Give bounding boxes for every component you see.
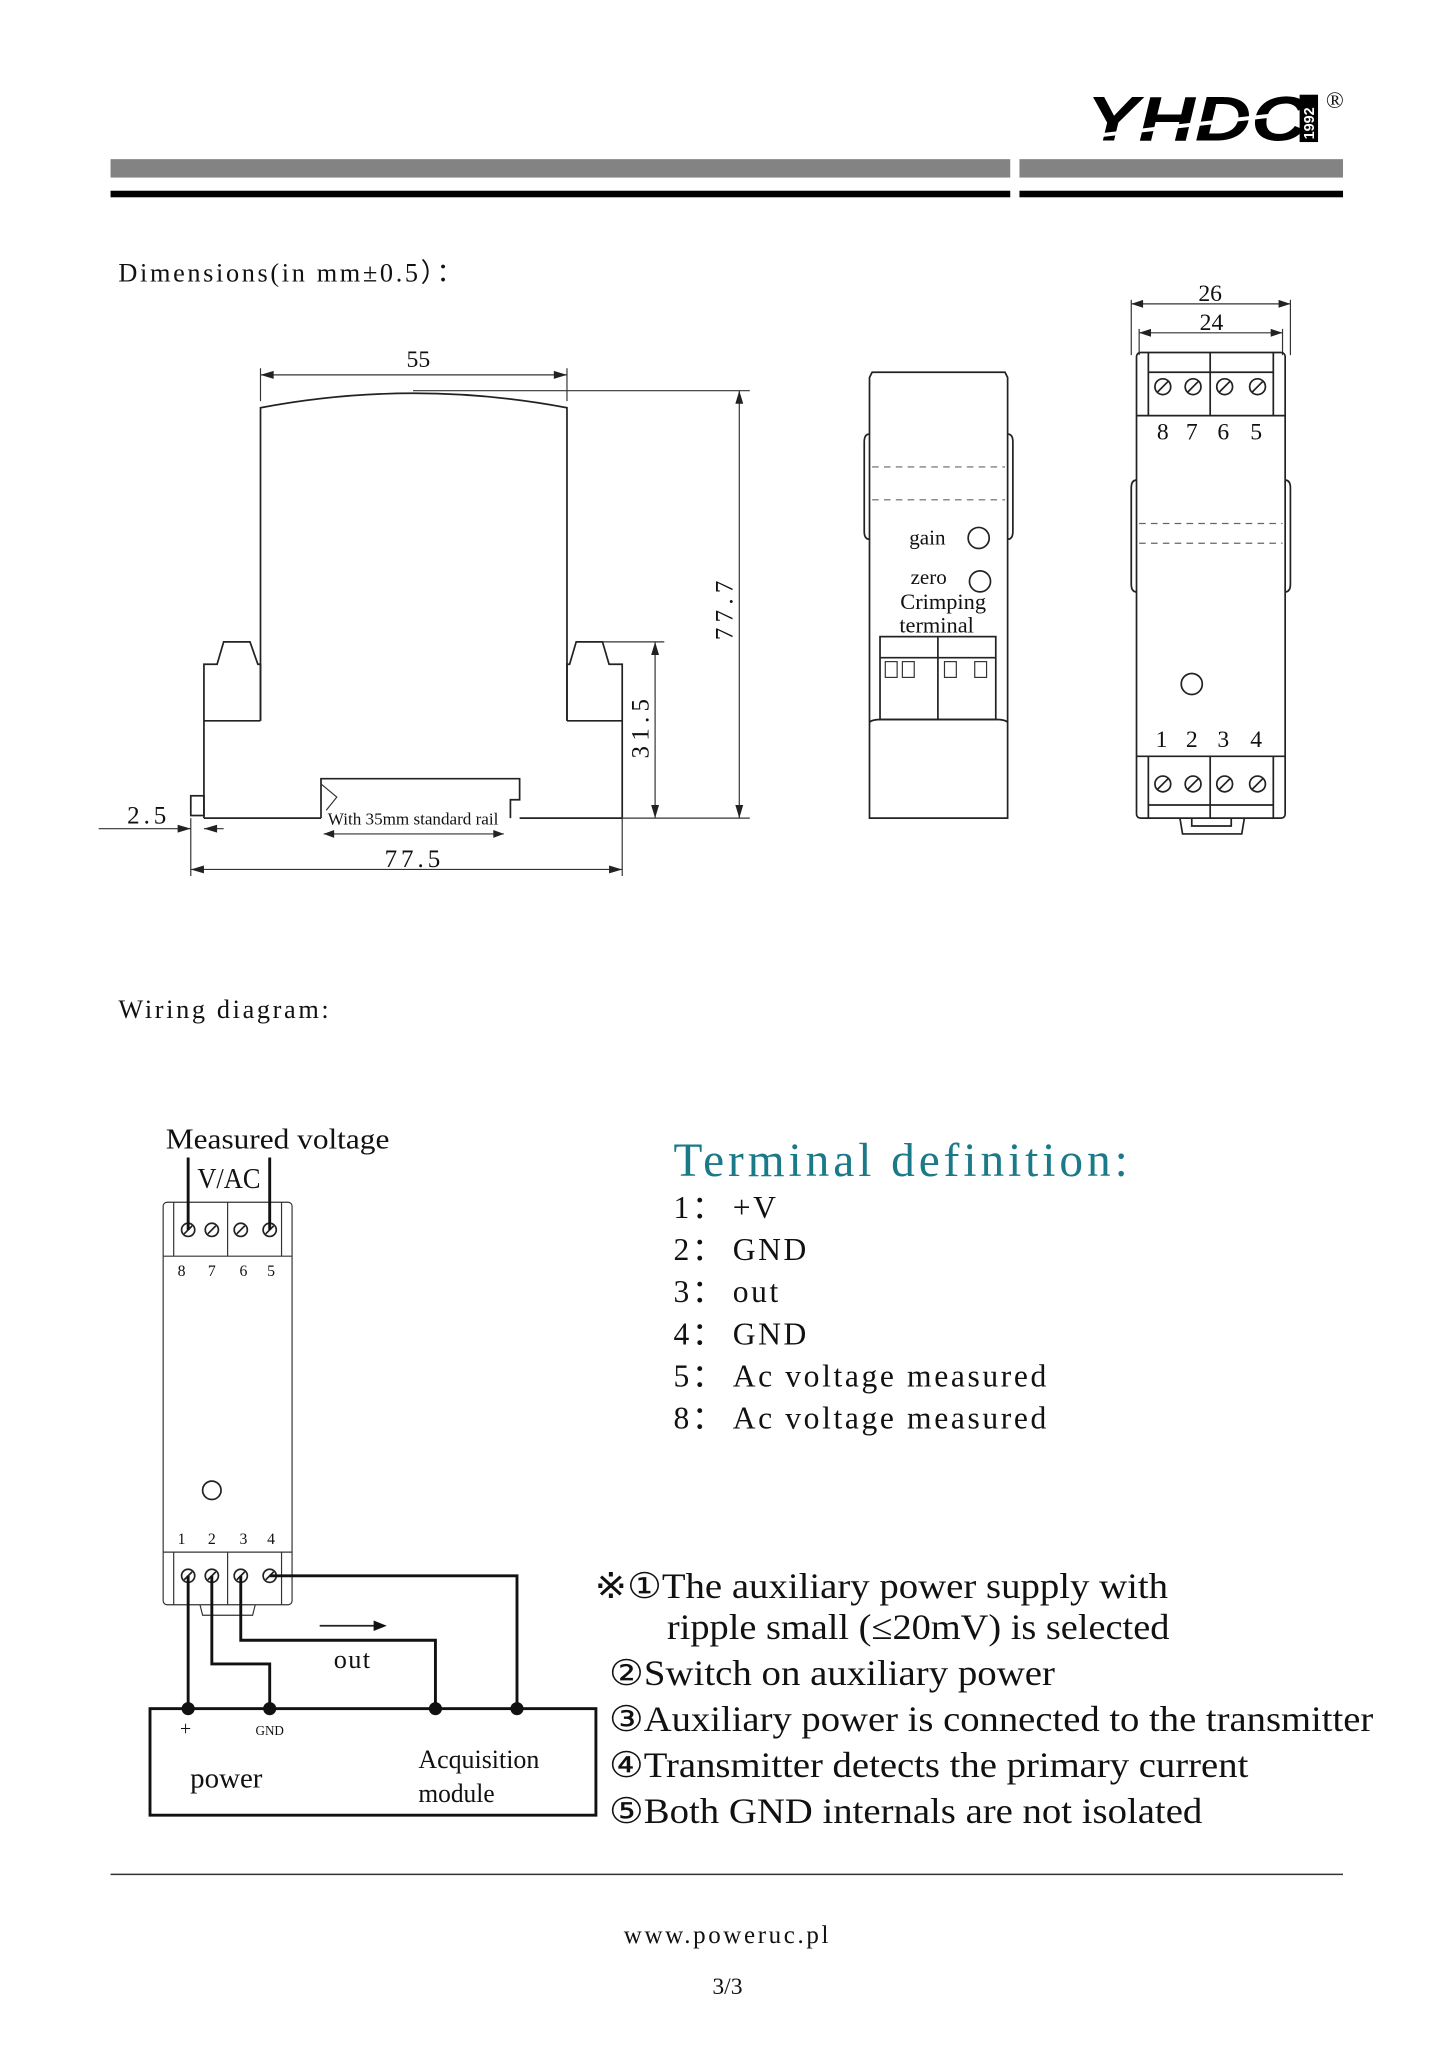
gain-label: gain — [909, 526, 946, 550]
front-view-drawing: 55 77.7 31.5 77.5 2.5 With 35mm standard… — [98, 347, 750, 877]
note-5: ⑤Both GND internals are not isolated — [609, 1791, 1202, 1831]
zero-label: zero — [911, 565, 947, 589]
end-bottom-screws — [1154, 775, 1267, 793]
plus-label: + — [180, 1718, 191, 1740]
wiring-terminal-8: 8 — [178, 1263, 186, 1280]
header-black-bar-left — [110, 190, 1011, 198]
module-label: module — [418, 1779, 494, 1808]
terminal-desc-3: out — [733, 1274, 781, 1309]
header-gray-bar-right — [1019, 159, 1344, 178]
side-view-drawing: gain zero Crimping terminal — [863, 371, 1014, 820]
wiring-terminal-3: 3 — [239, 1531, 247, 1548]
gain-potentiometer — [967, 526, 991, 550]
terminal-num-3: 3： — [674, 1274, 727, 1309]
wiring-terminal-5: 5 — [267, 1263, 275, 1280]
wiring-terminal-6: 6 — [239, 1263, 247, 1280]
end-terminal-7: 7 — [1186, 419, 1198, 445]
power-label: power — [190, 1763, 263, 1795]
end-terminal-2: 2 — [1186, 727, 1198, 753]
crimping-label: Crimping — [900, 589, 986, 614]
dim-77-5: 77.5 — [385, 846, 445, 873]
terminal-desc-4: GND — [733, 1316, 809, 1351]
dim-55: 55 — [407, 347, 431, 373]
wiring-terminal-7: 7 — [208, 1263, 216, 1280]
footer-website-link[interactable]: www.poweruc.pl — [624, 1922, 831, 1949]
end-top-screws — [1154, 377, 1267, 396]
registered-mark: ® — [1326, 88, 1344, 114]
end-view-drawing: 26 24 8 7 6 5 1 2 3 4 — [1130, 281, 1292, 835]
vac-label: V/AC — [197, 1163, 260, 1195]
gnd-label: GND — [255, 1723, 283, 1738]
terminal-num-8: 8： — [674, 1400, 727, 1435]
logo-text: YHDC — [1087, 85, 1310, 155]
header-gray-bar-left — [110, 159, 1011, 178]
terminal-num-4: 4： — [674, 1316, 727, 1351]
terminal-num-5: 5： — [674, 1358, 727, 1393]
wiring-top-screws — [180, 1222, 278, 1238]
terminal-label: terminal — [899, 613, 974, 638]
dimensions-heading: Dimensions(in mm±0.5）： — [118, 258, 465, 287]
wiring-terminal-4: 4 — [267, 1531, 275, 1548]
end-terminal-5: 5 — [1250, 419, 1262, 445]
out-arrow-icon — [373, 1620, 387, 1632]
terminal-definition-title: Terminal definition: — [674, 1135, 1132, 1187]
terminal-desc-1: +V — [733, 1190, 779, 1225]
logo-stripe — [1086, 108, 1316, 139]
wiring-terminal-1: 1 — [178, 1531, 186, 1548]
note-4: ④Transmitter detects the primary current — [609, 1745, 1248, 1785]
terminal-desc-8: Ac voltage measured — [733, 1400, 1049, 1435]
dim-77-7: 77.7 — [712, 575, 739, 640]
logo-year-block — [1299, 94, 1319, 143]
dim-31-5: 31.5 — [628, 694, 655, 759]
notes: ※①The auxiliary power supply with ripple… — [595, 1566, 1374, 1831]
terminal-definition: Terminal definition: 1： +V 2： GND 3： out… — [674, 1135, 1132, 1436]
end-terminal-4: 4 — [1250, 727, 1262, 753]
dim-26: 26 — [1198, 281, 1222, 307]
dim-24: 24 — [1200, 310, 1224, 336]
wiring-heading: Wiring diagram: — [118, 995, 331, 1024]
note-1-cont: ripple small (≤20mV) is selected — [667, 1607, 1170, 1647]
dim-2-5: 2.5 — [127, 802, 170, 829]
acquisition-label: Acquisition — [418, 1745, 539, 1774]
zero-potentiometer — [968, 570, 992, 593]
note-2: ②Switch on auxiliary power — [609, 1653, 1055, 1693]
terminal-num-1: 1： — [674, 1190, 727, 1225]
end-terminal-3: 3 — [1217, 727, 1229, 753]
wiring-indicator-circle — [201, 1480, 222, 1501]
note-1: ※①The auxiliary power supply with — [595, 1566, 1169, 1606]
end-terminal-1: 1 — [1156, 727, 1168, 753]
measured-voltage-label: Measured voltage — [166, 1123, 390, 1155]
wiring-bottom-screws — [180, 1568, 278, 1584]
logo-year: 1992 — [1302, 107, 1318, 139]
wiring-diagram: Measured voltage V/AC 8 7 6 5 1 2 3 4 ou… — [148, 1123, 598, 1817]
yhdc-logo: YHDC 1992 ® — [1086, 85, 1344, 155]
out-label: out — [334, 1645, 372, 1674]
note-3: ③Auxiliary power is connected to the tra… — [609, 1699, 1373, 1739]
rail-label: With 35mm standard rail — [328, 810, 499, 829]
wiring-terminal-2: 2 — [208, 1531, 216, 1548]
terminal-desc-2: GND — [733, 1232, 809, 1267]
end-indicator-circle — [1180, 672, 1204, 696]
power-acquisition-box — [148, 1707, 598, 1817]
end-terminal-6: 6 — [1217, 419, 1229, 445]
end-terminal-8: 8 — [1157, 419, 1169, 445]
page-number: 3/3 — [712, 1974, 742, 2000]
terminal-desc-5: Ac voltage measured — [733, 1358, 1049, 1393]
terminal-num-2: 2： — [674, 1232, 727, 1267]
header-black-bar-right — [1019, 190, 1344, 198]
